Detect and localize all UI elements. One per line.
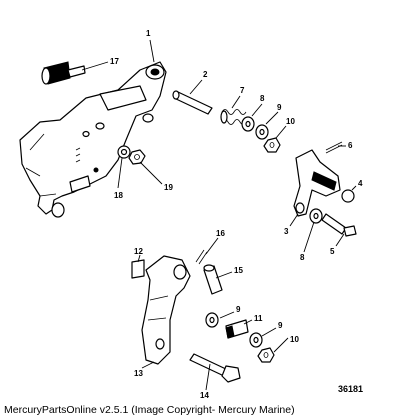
callout-2: 2 <box>203 70 208 79</box>
part-6-cotter-pin <box>325 141 343 154</box>
callout-5: 5 <box>330 247 335 256</box>
part-11-stud <box>225 319 249 339</box>
part-17-knob <box>41 61 86 85</box>
part-15-pin <box>203 264 223 295</box>
callout-7: 7 <box>240 86 245 95</box>
part-18-washer <box>117 145 131 159</box>
part-9-washer-lower <box>249 332 263 348</box>
part-5-bolt <box>321 213 357 237</box>
callout-3: 3 <box>284 227 289 236</box>
part-8-washer-lower <box>309 208 323 224</box>
part-9-washer-mid <box>205 312 219 328</box>
callout-11: 11 <box>254 314 263 323</box>
part-14-bolt <box>189 353 241 383</box>
part-1-main-bracket <box>19 61 167 218</box>
callout-9-mid: 9 <box>236 305 241 314</box>
callout-10-lower: 10 <box>290 335 299 344</box>
exploded-parts-diagram: 1 2 7 8 9 10 6 4 3 5 8 17 18 19 12 16 15… <box>19 29 363 400</box>
leader-lines <box>81 39 357 391</box>
callout-18: 18 <box>114 191 123 200</box>
callout-labels: 1 2 7 8 9 10 6 4 3 5 8 17 18 19 12 16 15… <box>110 29 363 400</box>
part-16-cotter-pin <box>195 249 208 265</box>
callout-14: 14 <box>200 391 209 400</box>
callout-15: 15 <box>234 266 243 275</box>
callout-9-upper: 9 <box>277 103 282 112</box>
part-7-spring <box>220 109 247 125</box>
callout-1: 1 <box>146 29 151 38</box>
part-9-washer-upper <box>255 124 269 140</box>
part-12-clip <box>131 259 145 279</box>
part-3-shift-lever <box>293 149 341 217</box>
callout-8-upper: 8 <box>260 94 265 103</box>
callout-19: 19 <box>164 183 173 192</box>
callout-13: 13 <box>134 369 143 378</box>
callout-10-upper: 10 <box>286 117 295 126</box>
callout-16: 16 <box>216 229 225 238</box>
part-10-nut-upper <box>263 137 281 153</box>
callout-6: 6 <box>348 141 353 150</box>
callout-8-lower: 8 <box>300 253 305 262</box>
callout-12: 12 <box>134 247 143 256</box>
part-4-cap <box>341 189 355 203</box>
diagram-number: 36181 <box>338 384 364 394</box>
part-2-pin <box>172 90 213 115</box>
callout-17: 17 <box>110 57 119 66</box>
callout-4: 4 <box>358 179 363 188</box>
part-10-nut-lower <box>257 347 275 363</box>
callout-9-lower: 9 <box>278 321 283 330</box>
part-19-locknut <box>128 149 146 165</box>
part-13-lower-bracket <box>141 255 191 365</box>
part-8-washer-upper <box>241 116 255 132</box>
image-copyright-caption: MercuryPartsOnline v2.5.1 (Image Copyrig… <box>4 404 295 416</box>
